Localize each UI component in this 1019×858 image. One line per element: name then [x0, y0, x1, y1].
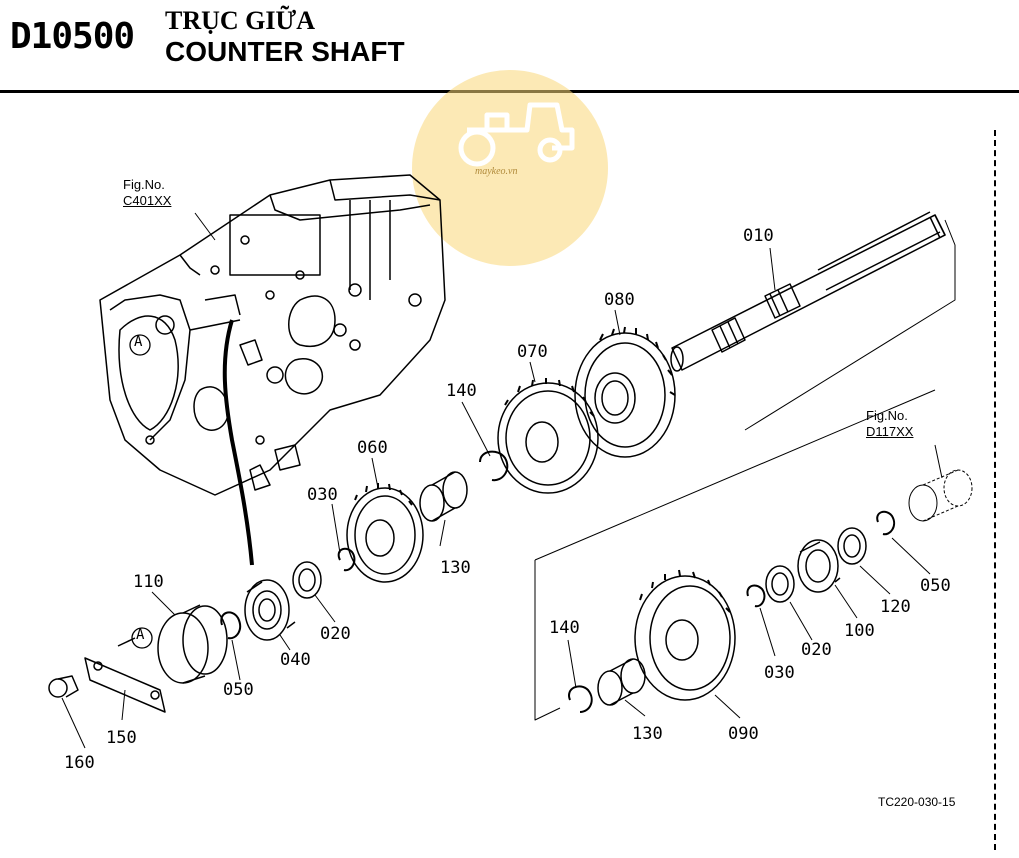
fig-ref-left: Fig.No. C401XX [123, 177, 171, 209]
marker-a-upper: A [134, 334, 143, 350]
transmission-case [99, 174, 446, 496]
watermark-text: maykeo.vn [475, 166, 518, 177]
needle-bearing-130 [419, 471, 468, 522]
part-label-130-lower: 130 [632, 724, 663, 744]
watermark-logo [412, 70, 608, 266]
part-label-160: 160 [64, 753, 95, 773]
gear-070 [497, 378, 599, 494]
fig-ref-right-number[interactable]: D117XX [866, 424, 914, 439]
counter-shaft [670, 211, 946, 372]
part-label-090: 090 [728, 724, 759, 744]
part-label-010: 010 [743, 226, 774, 246]
bearing-100 [797, 539, 841, 593]
part-label-040: 040 [280, 650, 311, 670]
bolt-160 [48, 675, 79, 698]
gear-080 [574, 326, 676, 458]
needle-bearing-130-lower [597, 658, 646, 706]
gear-090 [634, 569, 736, 701]
title-vietnamese: TRỤC GIỮA [165, 6, 315, 35]
fig-ref-right: Fig.No. D117XX [866, 408, 913, 440]
document-number: TC220-030-15 [878, 795, 956, 809]
part-label-110: 110 [133, 572, 164, 592]
tractor-icon [458, 102, 575, 167]
part-label-030-lower: 030 [764, 663, 795, 683]
fig-ref-left-label: Fig.No. [123, 177, 165, 192]
part-label-020-upper: 020 [320, 624, 351, 644]
washer-020 [292, 561, 322, 599]
gear-060 [346, 483, 424, 583]
part-label-070: 070 [517, 342, 548, 362]
part-label-130-upper: 130 [440, 558, 471, 578]
part-label-080: 080 [604, 290, 635, 310]
section-code: D10500 [10, 16, 135, 57]
sleeve-d117xx [908, 469, 973, 522]
page-edge-dashed-line [994, 130, 996, 850]
title-english: COUNTER SHAFT [165, 36, 405, 67]
cap-110 [157, 604, 228, 684]
fig-ref-right-label: Fig.No. [866, 408, 908, 423]
part-label-100: 100 [844, 621, 875, 641]
bearing-040 [244, 579, 296, 641]
part-label-140-lower: 140 [549, 618, 580, 638]
fig-ref-left-number[interactable]: C401XX [123, 193, 172, 208]
part-label-140-upper: 140 [446, 381, 477, 401]
part-label-050-right: 050 [920, 576, 951, 596]
part-label-060: 060 [357, 438, 388, 458]
part-label-050-left: 050 [223, 680, 254, 700]
part-label-030-upper: 030 [307, 485, 338, 505]
part-label-150: 150 [106, 728, 137, 748]
part-label-020-lower: 020 [801, 640, 832, 660]
part-label-120: 120 [880, 597, 911, 617]
plate-150 [84, 657, 166, 713]
marker-a-lower: A [136, 627, 145, 643]
